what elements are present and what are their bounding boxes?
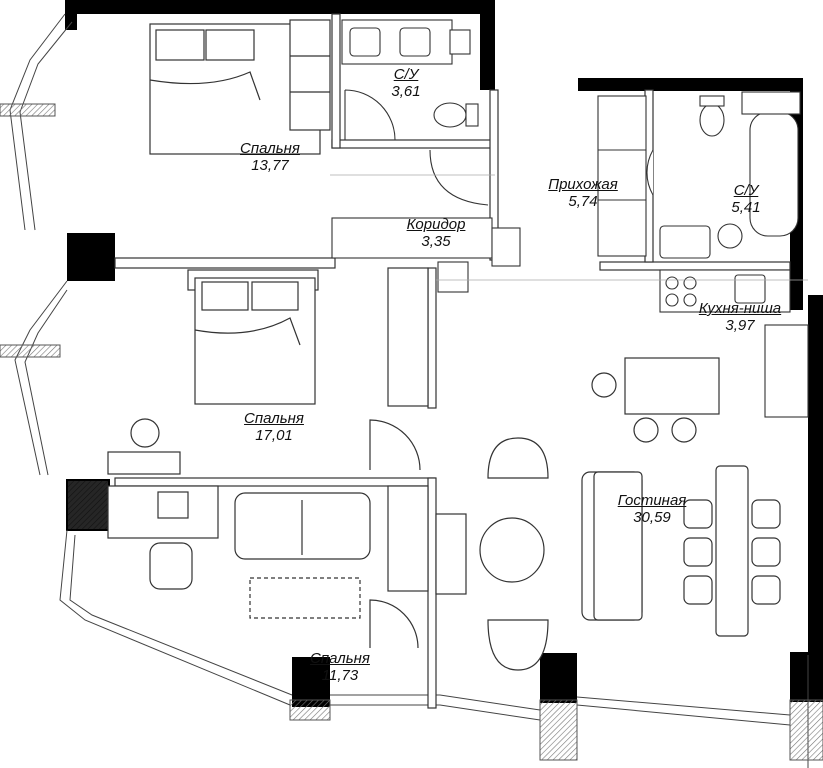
- room-name: Кухня-ниша: [698, 300, 782, 317]
- room-area: 13,77: [251, 157, 289, 174]
- room-name: Прихожая: [548, 176, 618, 193]
- room-label-bathroom-2: С/У 5,41: [722, 182, 770, 216]
- room-area: 3,35: [421, 233, 451, 250]
- room-area: 5,41: [731, 199, 761, 216]
- room-name: С/У: [733, 182, 759, 199]
- room-area: 30,59: [633, 509, 671, 526]
- room-name: Спальня: [310, 650, 370, 667]
- living-room-furniture: [479, 357, 781, 671]
- bedroom-3-furniture: [107, 485, 467, 649]
- room-area: 11,73: [321, 667, 359, 684]
- bed-2: [107, 267, 429, 475]
- guide-lines: [330, 174, 808, 281]
- load-bearing-walls: [65, 0, 823, 707]
- room-name: С/У: [393, 66, 419, 83]
- room-label-living-room: Гостиная 30,59: [606, 492, 698, 526]
- room-area: 3,61: [391, 83, 421, 100]
- corridor-wardrobe: [331, 149, 521, 293]
- room-label-corridor: Коридор 3,35: [398, 216, 474, 250]
- bed-1: [149, 19, 331, 155]
- room-label-bedroom-1: Спальня 13,77: [228, 140, 312, 174]
- window-sills: [0, 103, 823, 761]
- room-label-bedroom-2: Спальня 17,01: [232, 410, 316, 444]
- room-area: 17,01: [255, 427, 293, 444]
- room-label-bathroom-1: С/У 3,61: [382, 66, 430, 100]
- room-label-hallway: Прихожая 5,74: [535, 176, 631, 210]
- room-label-bedroom-3: Спальня 11,73: [298, 650, 382, 684]
- bathroom-2-fixtures: [597, 91, 801, 259]
- room-name: Спальня: [244, 410, 304, 427]
- room-label-kitchen-niche: Кухня-ниша 3,97: [688, 300, 792, 334]
- bathroom-1-fixtures: [341, 19, 479, 141]
- room-name: Гостиная: [617, 492, 687, 509]
- room-area: 5,74: [568, 193, 598, 210]
- room-name: Спальня: [240, 140, 300, 157]
- kitchen-niche: [659, 269, 809, 418]
- room-name: Коридор: [406, 216, 466, 233]
- room-area: 3,97: [725, 317, 755, 334]
